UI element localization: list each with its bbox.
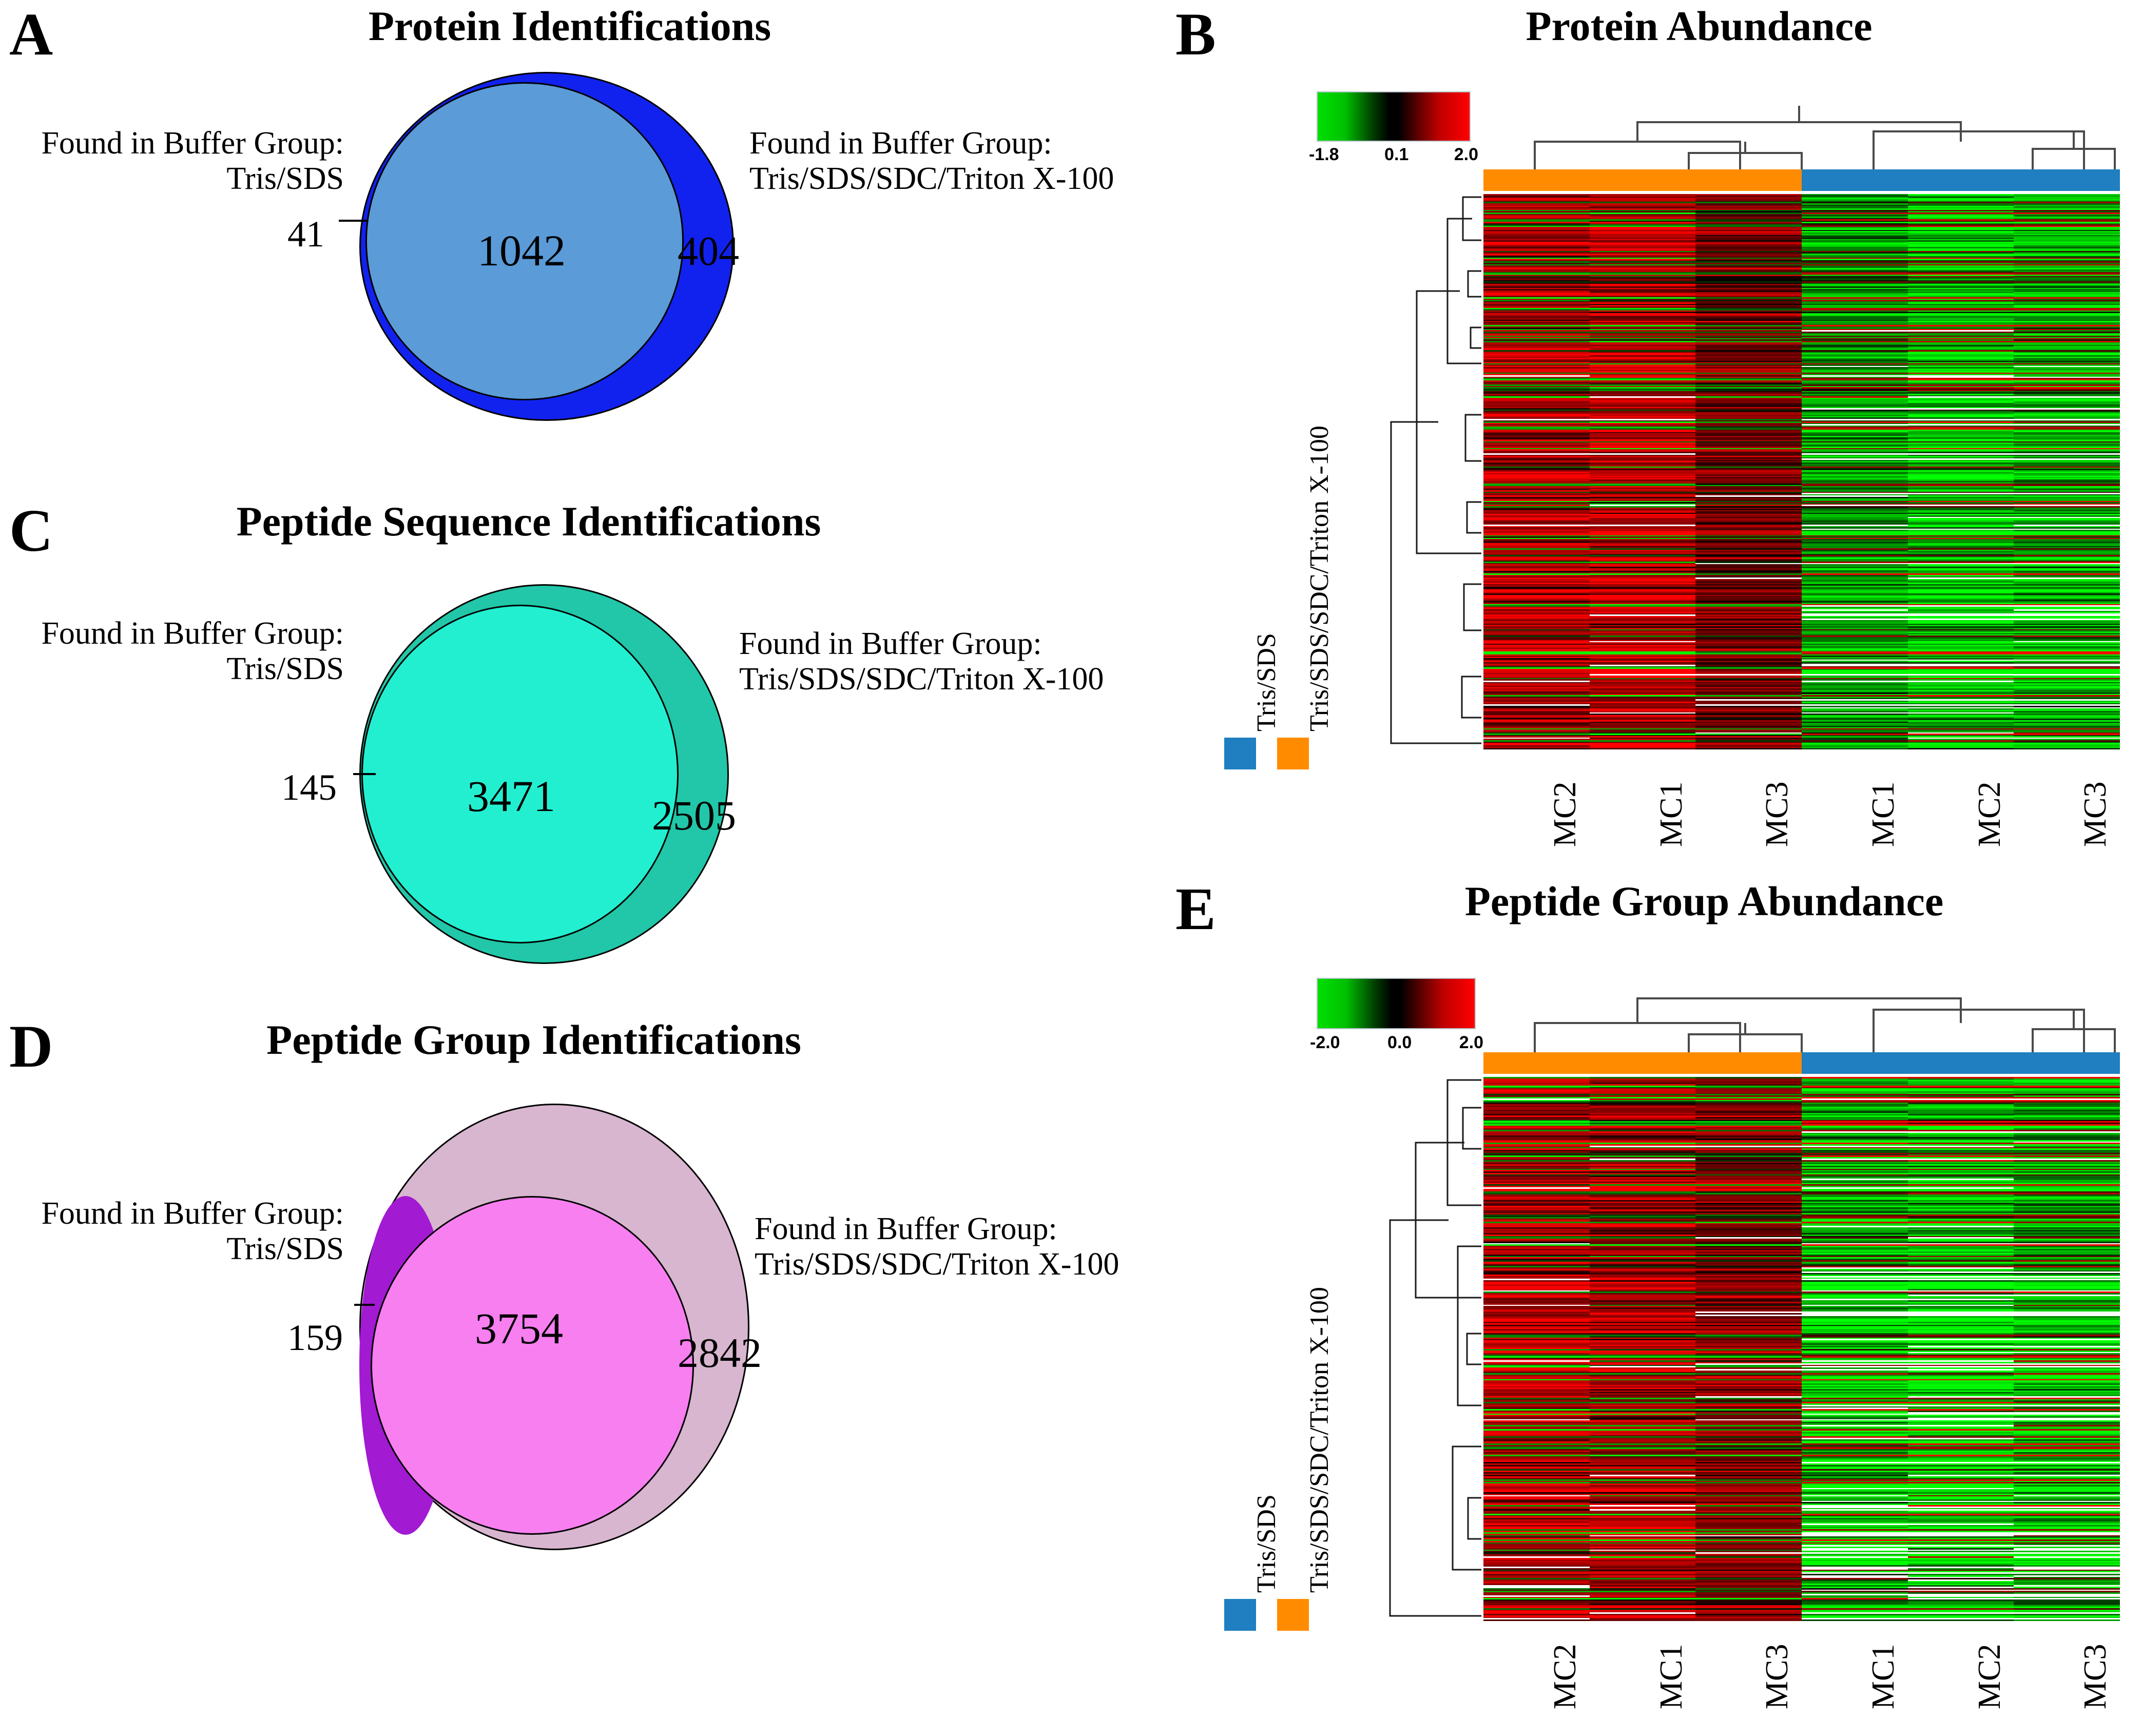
panel-d-letter: D xyxy=(9,1013,53,1080)
panel-b-title: Protein Abundance xyxy=(1526,3,1873,49)
colorbar-b-gradient xyxy=(1317,91,1471,142)
legend-b-swatch-blue xyxy=(1224,738,1256,769)
colorbar-b-tick-max: 2.0 xyxy=(1454,145,1478,164)
legend-b-label-orange: Tris/SDS/SDC/Triton X-100 xyxy=(1305,426,1334,731)
legend-b-label-blue: Tris/SDS xyxy=(1252,633,1281,731)
colorbar-e xyxy=(1317,978,1476,1029)
column-label-mc3-5: MC3 xyxy=(2078,781,2113,847)
venn-d-count-left-only: 159 xyxy=(287,1317,343,1358)
legend-e-label-orange: Tris/SDS/SDC/Triton X-100 xyxy=(1305,1287,1334,1593)
colorbar-e-tick-max: 2.0 xyxy=(1459,1033,1483,1052)
group-bar-b xyxy=(1483,169,2120,191)
panel-c-title: Peptide Sequence Identifications xyxy=(236,498,821,545)
column-label-mc1-3: MC1 xyxy=(1866,781,1901,847)
row-dendrogram-b xyxy=(1390,196,1481,744)
legend-e-swatch-blue xyxy=(1224,1599,1256,1631)
heatmap-column xyxy=(1695,194,1802,749)
column-label-mc3-2: MC3 xyxy=(1760,1644,1795,1709)
colorbar-e-tick-mid: 0.0 xyxy=(1387,1033,1412,1052)
column-label-mc1-3: MC1 xyxy=(1866,1644,1901,1709)
heatmap-column xyxy=(1695,1077,1802,1621)
venn-a-leader-line xyxy=(339,220,368,222)
panel-c-letter: C xyxy=(9,497,53,564)
venn-d-count-intersection: 3754 xyxy=(475,1304,563,1353)
venn-c-label-right: Found in Buffer Group: Tris/SDS/SDC/Trit… xyxy=(739,626,1104,697)
heatmap-column xyxy=(2014,1077,2120,1621)
heatmap-column xyxy=(1483,1077,1590,1621)
column-label-mc3-2: MC3 xyxy=(1760,781,1795,847)
legend-e-label-blue: Tris/SDS xyxy=(1252,1494,1281,1593)
heatmap-column xyxy=(1801,194,1908,749)
venn-d-label-right: Found in Buffer Group: Tris/SDS/SDC/Trit… xyxy=(755,1211,1120,1282)
heatmap-column xyxy=(1907,1077,2014,1621)
colorbar-b-ticks: -1.8 0.1 2.0 xyxy=(1309,145,1478,165)
heatmap-column xyxy=(1483,194,1590,749)
venn-c-count-left-only: 145 xyxy=(281,767,337,808)
heatmap-b xyxy=(1483,194,2120,749)
venn-a-set-inner xyxy=(365,82,684,400)
panel-b-letter: B xyxy=(1175,1,1216,68)
venn-c-leader-line xyxy=(353,773,376,775)
venn-c-count-intersection: 3471 xyxy=(467,771,555,821)
colorbar-e-tick-min: -2.0 xyxy=(1310,1033,1340,1052)
colorbar-e-ticks: -2.0 0.0 2.0 xyxy=(1310,1033,1483,1053)
panel-a-title: Protein Identifications xyxy=(368,3,771,49)
colorbar-e-gradient xyxy=(1317,978,1476,1029)
group-seg-e-orange xyxy=(1483,1052,1802,1074)
panel-e-title: Peptide Group Abundance xyxy=(1464,878,1944,924)
panel-e-letter: E xyxy=(1175,875,1216,942)
legend-e-swatch-orange xyxy=(1277,1599,1309,1631)
panel-a-letter: A xyxy=(9,1,53,68)
column-dendrogram-b xyxy=(1534,106,2116,173)
heatmap-column xyxy=(1589,1077,1696,1621)
venn-a-count-right-only: 404 xyxy=(678,229,739,274)
colorbar-b-tick-mid: 0.1 xyxy=(1384,145,1409,164)
column-dendrogram-e xyxy=(1534,997,2116,1057)
heatmap-column xyxy=(1907,194,2014,749)
panel-d-title: Peptide Group Identifications xyxy=(266,1016,801,1063)
heatmap-column xyxy=(2014,194,2120,749)
column-label-mc1-1: MC1 xyxy=(1653,1644,1689,1709)
column-label-mc3-5: MC3 xyxy=(2078,1644,2113,1709)
column-label-mc1-1: MC1 xyxy=(1653,781,1689,847)
venn-d-label-left: Found in Buffer Group: Tris/SDS xyxy=(41,1196,344,1267)
venn-c-label-left: Found in Buffer Group: Tris/SDS xyxy=(41,616,344,687)
legend-b-swatch-orange xyxy=(1277,738,1309,769)
heatmap-e xyxy=(1483,1077,2120,1621)
group-seg-e-blue xyxy=(1802,1052,2120,1074)
venn-a-count-intersection: 1042 xyxy=(477,226,566,275)
venn-a-label-right: Found in Buffer Group: Tris/SDS/SDC/Trit… xyxy=(749,126,1114,197)
heatmap-column xyxy=(1801,1077,1908,1621)
column-label-mc2-4: MC2 xyxy=(1972,781,2007,847)
row-dendrogram-e xyxy=(1389,1079,1481,1617)
group-seg-b-orange xyxy=(1483,169,1802,191)
group-bar-e xyxy=(1483,1052,2120,1074)
column-label-mc2-0: MC2 xyxy=(1548,781,1583,847)
colorbar-b-tick-min: -1.8 xyxy=(1309,145,1339,164)
venn-a-label-left: Found in Buffer Group: Tris/SDS xyxy=(41,126,344,197)
venn-d-set-inner xyxy=(371,1196,694,1535)
heatmap-column xyxy=(1589,194,1696,749)
venn-d-leader-line xyxy=(354,1304,375,1306)
venn-a-count-left-only: 41 xyxy=(287,214,324,255)
venn-c-count-right-only: 2505 xyxy=(652,792,736,839)
venn-d-count-right-only: 2842 xyxy=(678,1329,762,1376)
colorbar-b xyxy=(1317,91,1471,142)
group-seg-b-blue xyxy=(1802,169,2120,191)
column-label-mc2-0: MC2 xyxy=(1548,1644,1583,1709)
column-label-mc2-4: MC2 xyxy=(1972,1644,2007,1709)
